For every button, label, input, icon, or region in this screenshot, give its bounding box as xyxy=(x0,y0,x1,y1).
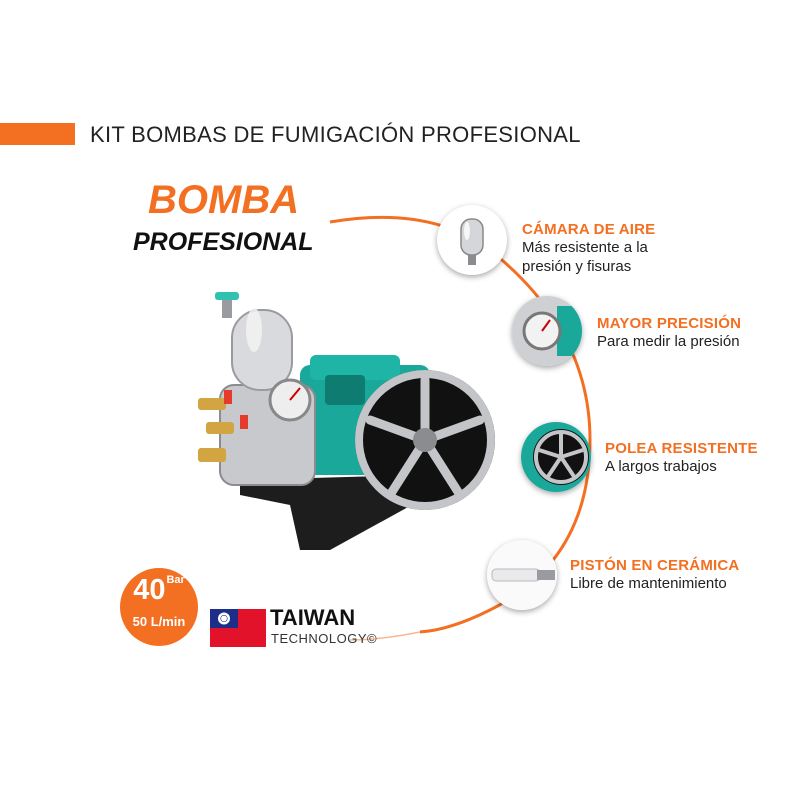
ceramic-piston-icon xyxy=(487,540,557,610)
feature-desc: Para medir la presión xyxy=(597,333,740,350)
feature-pulley: POLEA RESISTENTE A largos trabajos xyxy=(605,440,758,476)
feature-piston: PISTÓN EN CERÁMICA Libre de mantenimient… xyxy=(570,557,739,593)
origin-subtitle: TECHNOLOGY© xyxy=(271,631,378,646)
hero-title: BOMBA xyxy=(148,178,300,222)
spec-pressure: 40Bar xyxy=(120,574,198,607)
spec-pressure-unit: Bar xyxy=(166,574,185,586)
hero-subtitle: PROFESIONAL xyxy=(133,228,314,256)
spec-flow: 50 L/min xyxy=(132,614,186,629)
header-accent-bar xyxy=(0,123,75,145)
feature-title: CÁMARA DE AIRE xyxy=(522,221,656,238)
pump-illustration xyxy=(198,292,495,550)
page-title: KIT BOMBAS DE FUMIGACIÓN PROFESIONAL xyxy=(90,122,581,147)
pressure-gauge-icon xyxy=(512,296,582,366)
feature-title: PISTÓN EN CERÁMICA xyxy=(570,557,740,574)
origin-country: TAIWAN xyxy=(270,605,356,630)
feature-precision: MAYOR PRECISIÓN Para medir la presión xyxy=(597,315,741,351)
pulley-icon xyxy=(521,422,591,492)
air-chamber-icon xyxy=(437,205,507,275)
spec-pressure-value: 40 xyxy=(133,574,166,606)
feature-title: MAYOR PRECISIÓN xyxy=(597,315,742,332)
feature-desc: Más resistente a la xyxy=(522,239,648,256)
taiwan-flag-icon xyxy=(210,609,266,647)
feature-desc: Libre de mantenimiento xyxy=(570,575,727,592)
feature-title: POLEA RESISTENTE xyxy=(605,440,758,457)
spec-badge: 40Bar 50 L/min xyxy=(120,568,198,646)
feature-desc: presión y fisuras xyxy=(522,258,632,275)
feature-air-chamber: CÁMARA DE AIRE Más resistente a la presi… xyxy=(522,221,655,276)
feature-desc: A largos trabajos xyxy=(605,458,717,475)
